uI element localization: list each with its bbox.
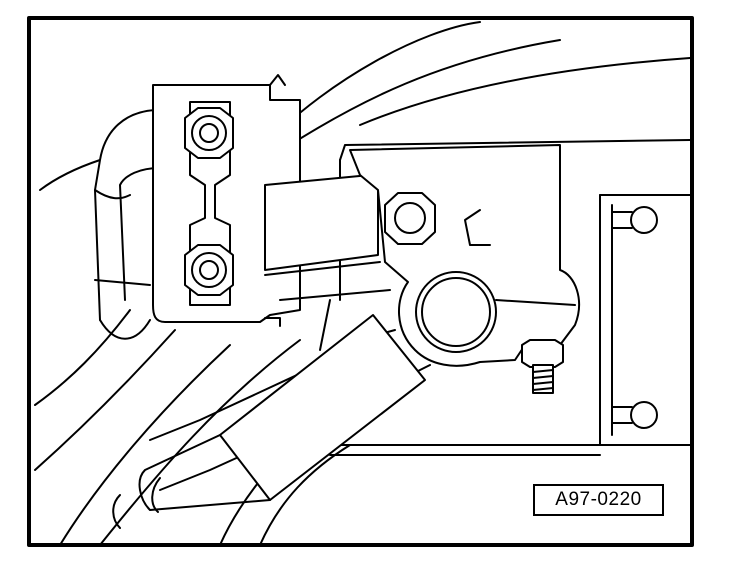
housing-slot-bottom xyxy=(611,401,658,429)
terminal-strap xyxy=(264,174,391,351)
figure-reference-label: A97-0220 xyxy=(533,484,664,516)
figure-frame xyxy=(27,16,694,547)
lower-nut-icon xyxy=(184,244,234,296)
clamp-nut-icon xyxy=(384,192,436,245)
upper-nut-icon xyxy=(184,107,234,159)
main-cable xyxy=(112,314,431,529)
clamp-stud-icon xyxy=(521,339,564,394)
housing-slot-top xyxy=(611,206,658,234)
